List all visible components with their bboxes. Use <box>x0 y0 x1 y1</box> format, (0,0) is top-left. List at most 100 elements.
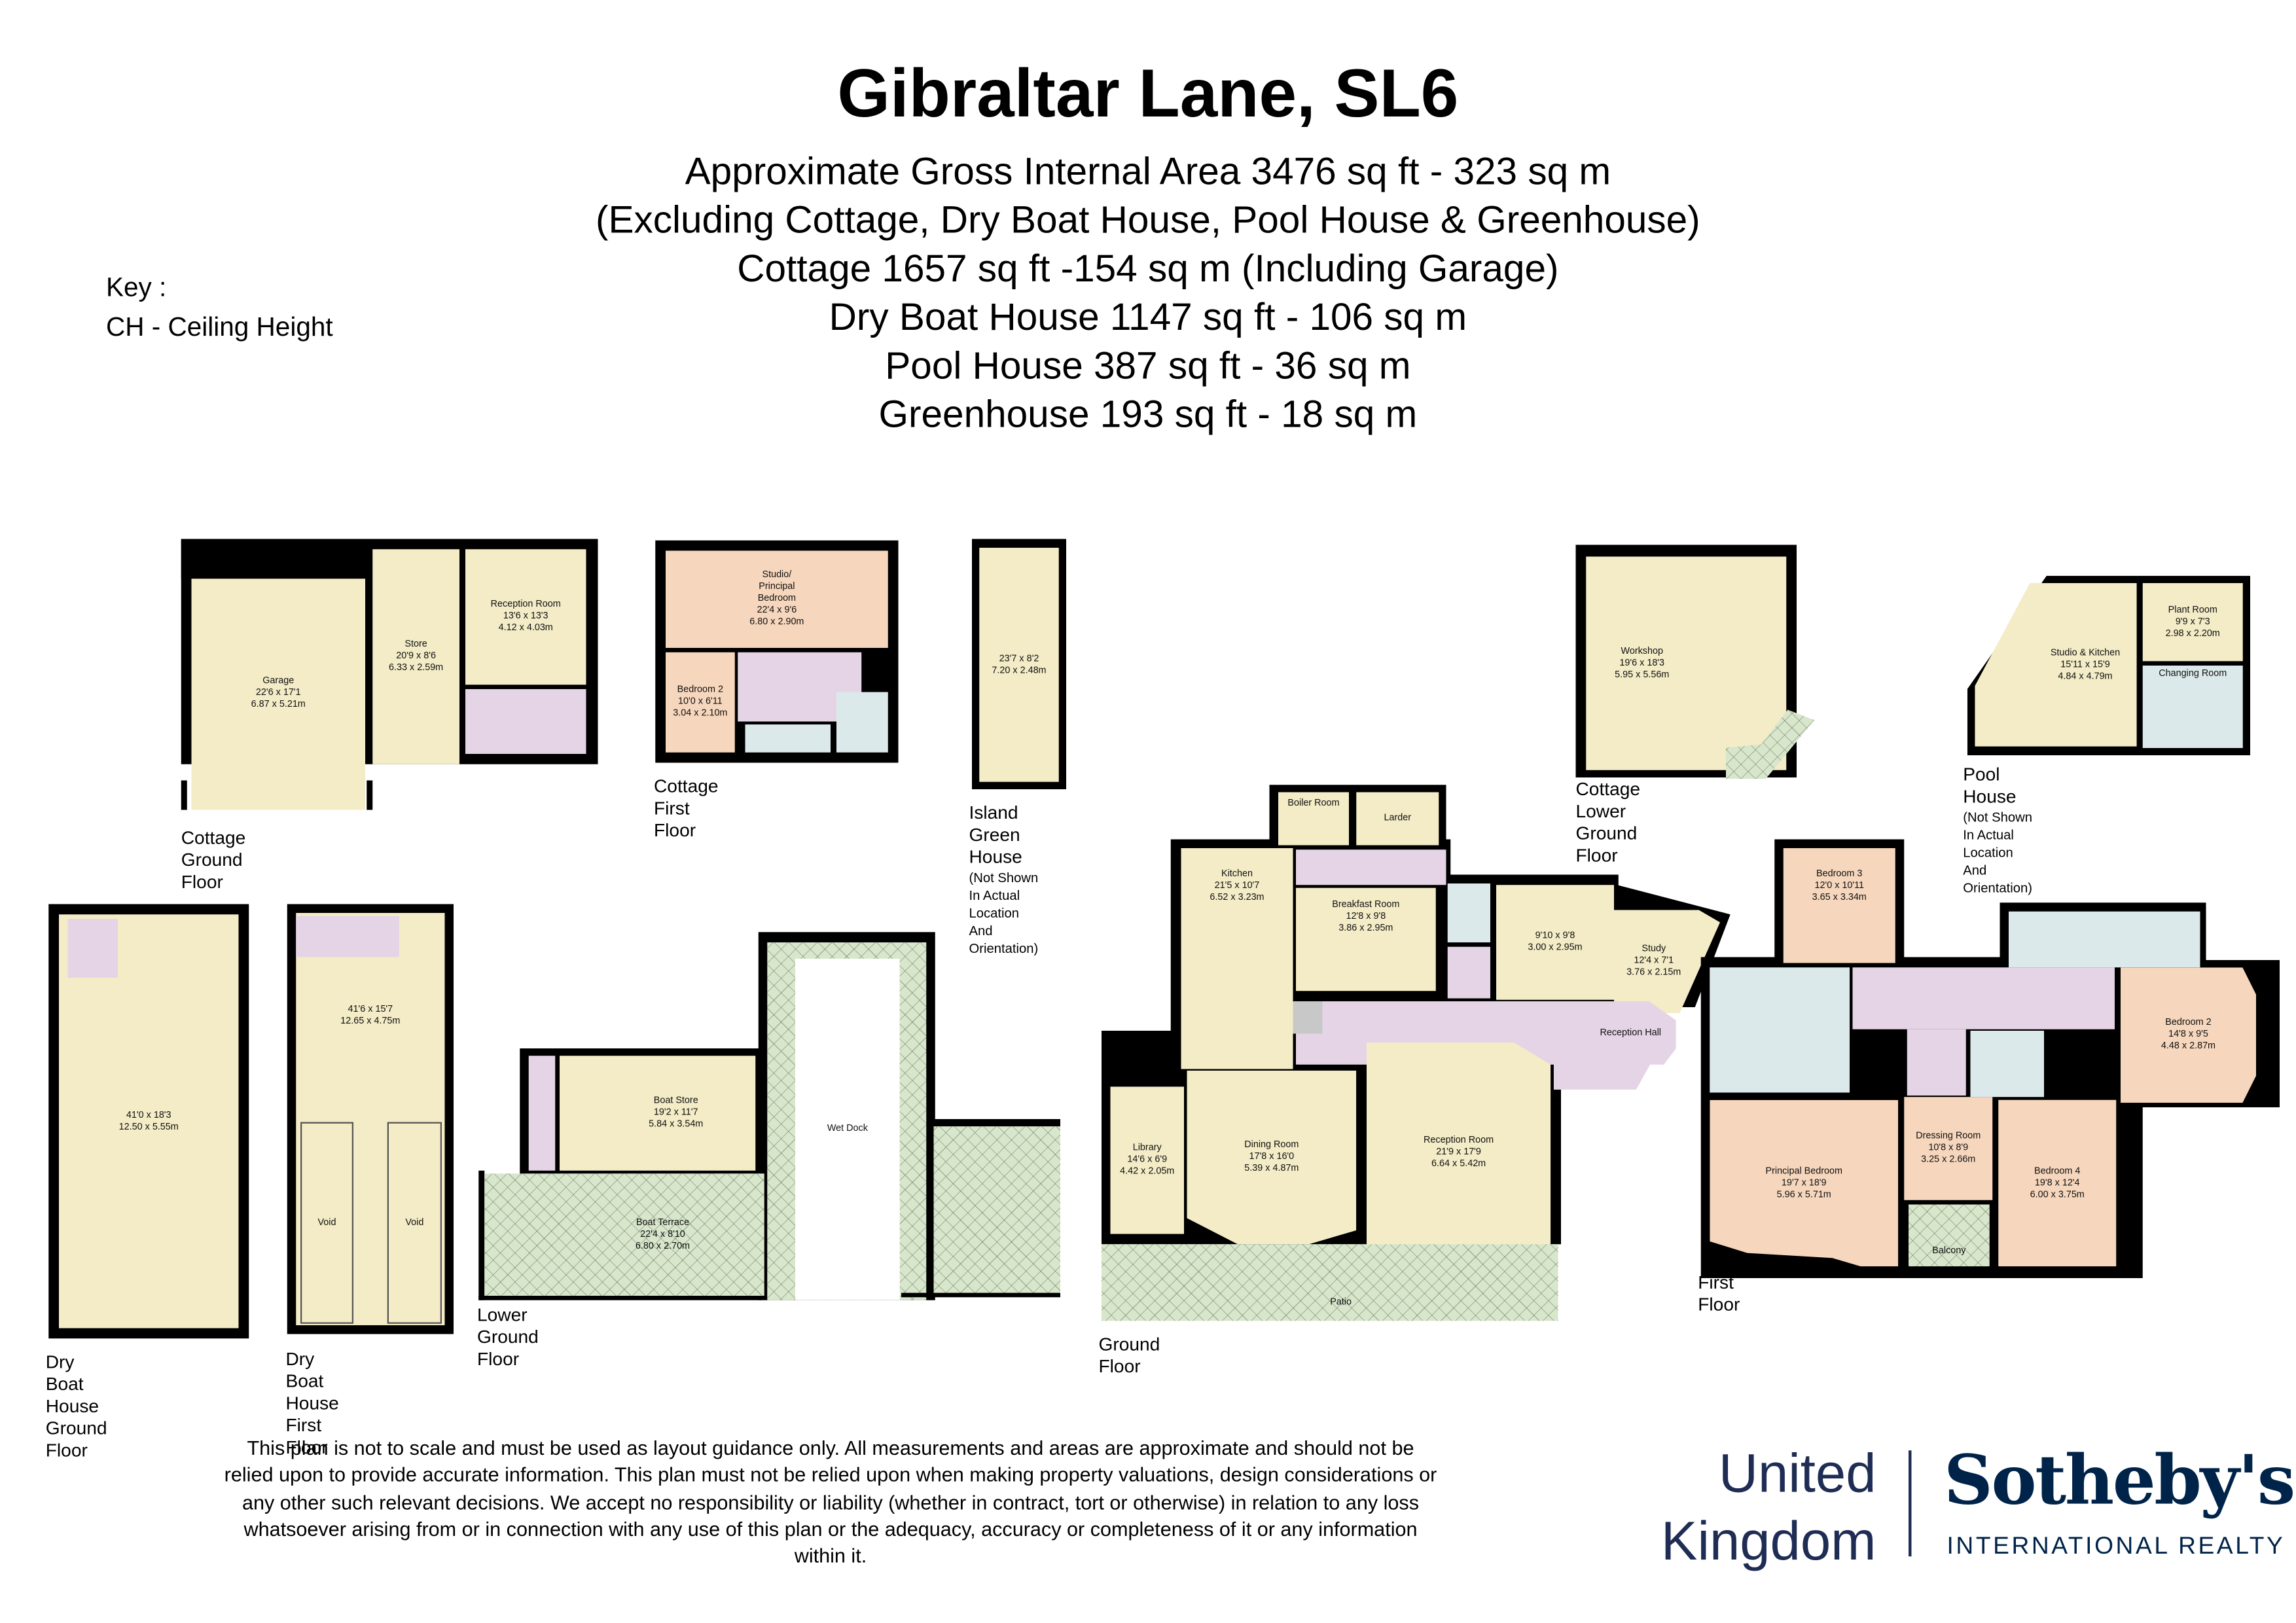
room-label: Ground Floor <box>181 849 243 893</box>
room-label: Principal Bedroom <box>1765 1165 1842 1176</box>
wall <box>927 1119 1060 1127</box>
room-label: Dining Room <box>1244 1139 1299 1150</box>
room-label: 12'4 x 7'1 <box>1634 955 1674 966</box>
room-label: Bedroom 2 <box>2165 1017 2212 1028</box>
room-label: Pool House <box>1963 764 2017 807</box>
brand-region: United Kingdom <box>1660 1443 1876 1571</box>
room-label: Ground Floor <box>45 1418 107 1461</box>
area-exclusions: (Excluding Cottage, Dry Boat House, Pool… <box>596 197 1700 242</box>
room-label: 41'0 x 18'3 <box>126 1109 171 1120</box>
room-changing-room: Changing Room <box>2142 666 2243 748</box>
room-label: Boiler Room <box>1287 798 1340 809</box>
brand-tagline: INTERNATIONAL REALTY <box>1946 1533 2286 1560</box>
cottage-area: Cottage 1657 sq ft -154 sq m (Including … <box>737 245 1559 291</box>
room-label: 19'6 x 18'3 <box>1619 657 1665 668</box>
room-label: 2.98 x 2.20m <box>2165 628 2220 639</box>
room-label: 6.80 x 2.90m <box>749 616 804 628</box>
room-label: 22'4 x 9'6 <box>757 605 797 616</box>
room-label: 6.52 x 3.23m <box>1210 892 1265 903</box>
room-label: Reception Room <box>490 599 561 610</box>
room-label: 3.04 x 2.10m <box>673 708 728 719</box>
room-label: 14'8 x 9'5 <box>2168 1029 2208 1040</box>
room-label: 7.20 x 2.48m <box>992 664 1047 675</box>
room-label: Void <box>317 1217 336 1228</box>
room-label: 9'9 x 7'3 <box>2175 616 2210 627</box>
greenhouse-area: Greenhouse 193 sq ft - 18 sq m <box>878 391 1418 437</box>
room-label: 13'6 x 13'3 <box>503 611 548 622</box>
room-label: Cottage <box>1575 779 1641 800</box>
room-label: Island <box>969 802 1018 823</box>
dock-east-terrace <box>933 1126 1060 1296</box>
room-label: 23'7 x 8'2 <box>999 652 1039 664</box>
room-label: Bedroom 4 <box>2034 1165 2081 1176</box>
key-legend: Key : CH - Ceiling Height <box>106 268 333 348</box>
room-label: Location And Orientation) <box>969 905 1039 956</box>
void-right: Void <box>387 1122 442 1324</box>
room-label: Patio <box>1330 1297 1352 1308</box>
ground-cloakroom <box>1447 883 1490 942</box>
room-label: Changing Room <box>2159 668 2227 679</box>
wall <box>478 1296 762 1300</box>
ensuite-principal <box>1710 967 1850 1093</box>
room-label: 12'0 x 10'11 <box>1814 880 1865 891</box>
room-label: 12.50 x 5.55m <box>118 1121 179 1132</box>
dry-boat-first-stairs <box>296 916 399 957</box>
room-label: Dressing Room <box>1916 1131 1981 1141</box>
room-label: Larder <box>1384 813 1412 823</box>
room-label: 4.12 x 4.03m <box>498 622 553 633</box>
room-label: Void <box>405 1217 424 1228</box>
room-label: Cottage <box>181 827 246 849</box>
room-label: 22'4 x 8'10 <box>640 1228 685 1240</box>
room-label: 5.84 x 3.54m <box>649 1119 704 1130</box>
room-label: 41'6 x 15'7 <box>348 1004 393 1015</box>
wall <box>478 1170 485 1300</box>
room-label: Lower Ground Floor <box>1575 801 1638 866</box>
rear-corridor <box>1296 849 1446 885</box>
room-label: Balcony <box>1932 1245 1966 1257</box>
key-title: Key : <box>106 272 167 302</box>
room-label: 19'8 x 12'4 <box>2034 1177 2080 1188</box>
room-label: 4.84 x 4.79m <box>2058 670 2113 681</box>
balcony: Balcony <box>1909 1204 1990 1267</box>
room-label: First Floor <box>285 1415 328 1458</box>
room-label: 19'2 x 11'7 <box>653 1107 698 1118</box>
room-label: 3.86 x 2.95m <box>1338 923 1393 934</box>
disclaimer: This plan is not to scale and must be us… <box>224 1437 1437 1567</box>
room-label: Wet Dock <box>827 1123 868 1134</box>
room-label: 5.39 x 4.87m <box>1244 1163 1299 1174</box>
room-label: Dry Boat House <box>285 1349 339 1414</box>
room-label: Location And Orientation) <box>1963 845 2033 896</box>
room-label: Plant Room <box>2168 604 2217 615</box>
room-larder: Larder <box>1356 792 1439 846</box>
pool-house-area: Pool House 387 sq ft - 36 sq m <box>885 343 1411 387</box>
room-label: 6.33 x 2.59m <box>389 662 444 673</box>
cloakroom-lobby <box>1447 946 1490 999</box>
room-label: Reception Room <box>1424 1135 1494 1146</box>
room-label: Kitchen <box>1221 868 1253 880</box>
room-label: 3.76 x 2.15m <box>1626 967 1681 978</box>
room-label: 15'11 x 15'9 <box>2060 658 2110 669</box>
room-label: 22'6 x 17'1 <box>255 687 301 698</box>
room-label: 17'8 x 16'0 <box>1249 1151 1295 1162</box>
brand-divider <box>1909 1450 1912 1557</box>
room-boiler: Boiler Room <box>1278 792 1349 846</box>
cottage-wc <box>745 724 831 753</box>
room-label: Studio & Kitchen <box>2050 647 2121 658</box>
